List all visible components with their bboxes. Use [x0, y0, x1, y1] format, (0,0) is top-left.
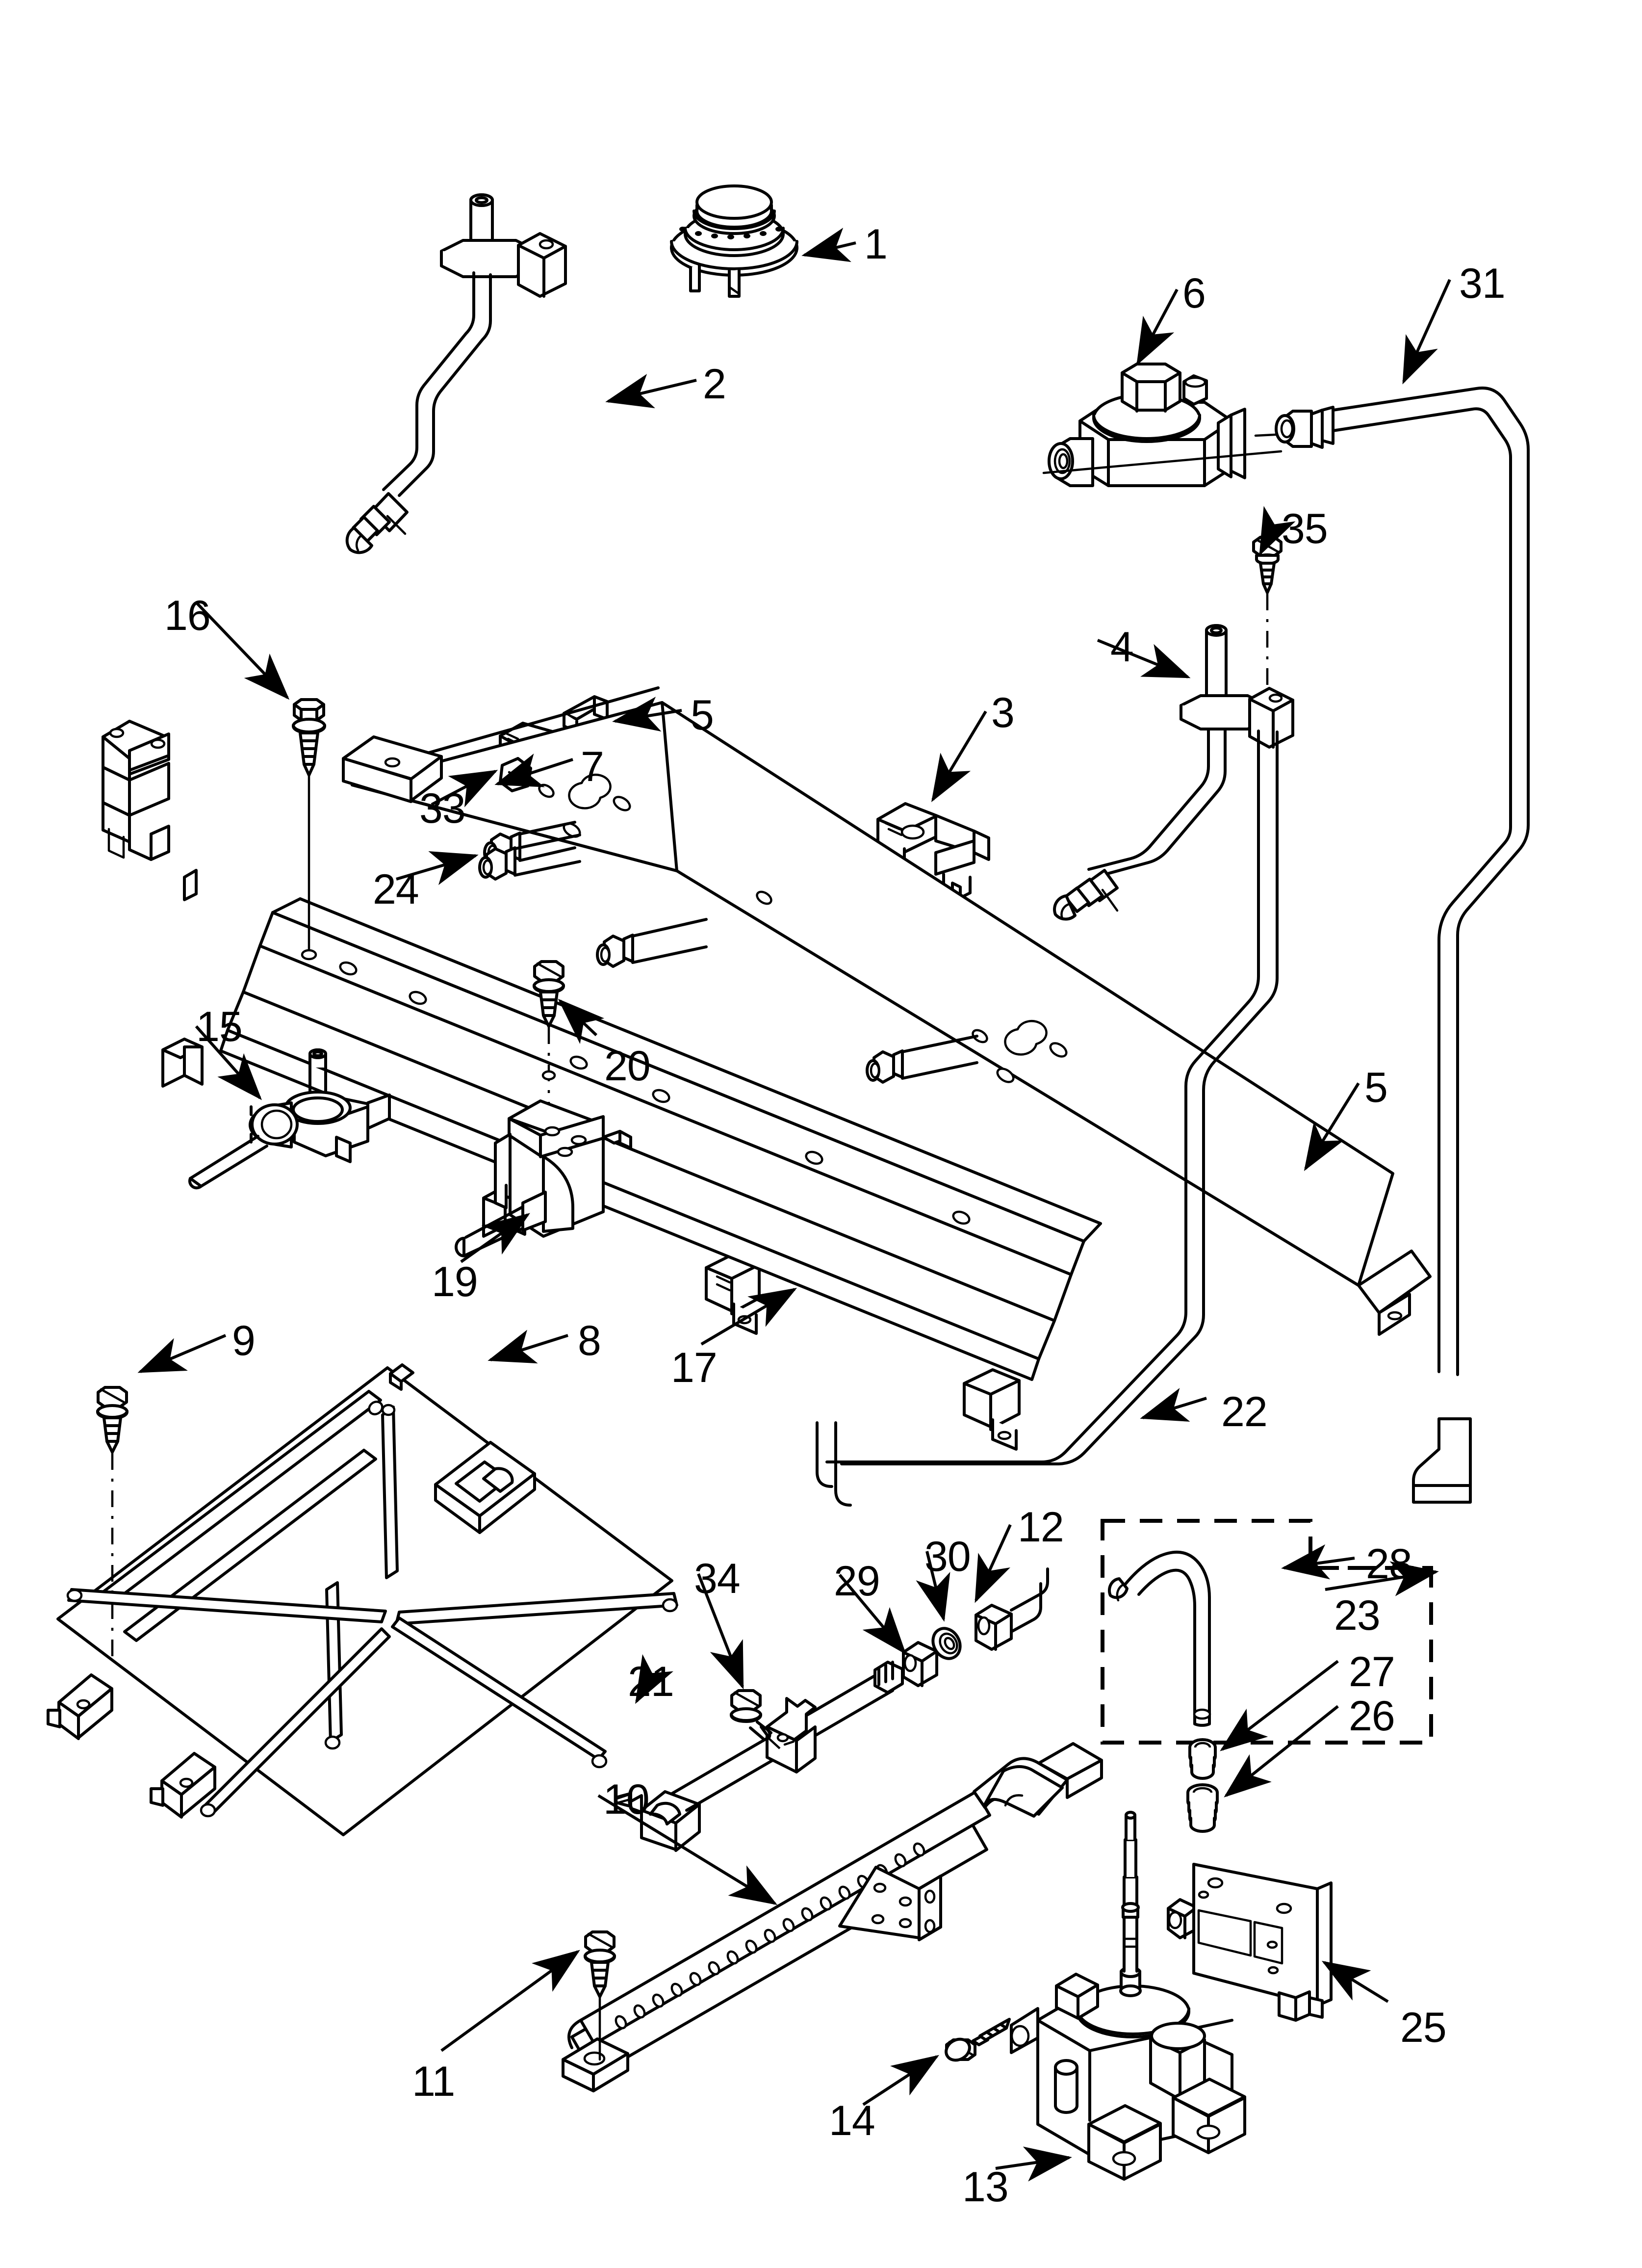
callout-leaders	[137, 228, 1451, 2182]
callout-34: 34	[694, 1555, 741, 1602]
callout-27: 27	[1349, 1648, 1395, 1695]
part-13-oven-safety-valve	[1010, 1811, 1246, 2181]
callout-23: 23	[1334, 1592, 1381, 1639]
part-1-surface-burner-cap	[670, 184, 798, 298]
part-10-oven-bake-burner	[562, 1742, 1103, 2092]
callout-4: 4	[1110, 624, 1134, 671]
part-11-bake-burner-screw	[584, 1930, 616, 2061]
callout-28: 28	[1366, 1540, 1412, 1588]
part-22-oven-gas-supply-tube	[816, 730, 1279, 1507]
callout-35: 35	[1282, 505, 1328, 552]
callout-24: 24	[373, 866, 419, 913]
callout-9: 9	[232, 1317, 256, 1364]
callout-19: 19	[432, 1258, 478, 1305]
callout-15: 15	[196, 1003, 243, 1050]
part-9-grate-mounting-screw	[96, 1386, 128, 1659]
callout-13: 13	[962, 2164, 1009, 2211]
callout-25: 25	[1400, 2004, 1447, 2051]
igniter-and-orifice-assembly	[615, 1567, 1049, 1852]
part-14-safety-valve-screw	[945, 2018, 1011, 2062]
callout-3: 3	[991, 689, 1015, 736]
part-8-burner-base-grate	[47, 1363, 678, 1836]
callout-17: 17	[671, 1344, 718, 1391]
part-6-pressure-regulator	[1042, 363, 1296, 487]
callout-30: 30	[924, 1533, 971, 1580]
callout-21: 21	[628, 1658, 674, 1705]
callout-1: 1	[864, 221, 888, 268]
callout-20: 20	[604, 1043, 651, 1090]
part-31-upper-gas-supply-tube	[1275, 387, 1530, 1504]
part-26-tube-fitting-large	[1186, 1783, 1219, 1833]
callout-29: 29	[834, 1558, 880, 1605]
callout-7: 7	[581, 743, 604, 790]
callout-5: 5	[691, 692, 714, 739]
callout-8: 8	[578, 1317, 601, 1364]
callout-22: 22	[1221, 1388, 1268, 1435]
callout-11: 11	[412, 2058, 455, 2105]
callout-33: 33	[419, 785, 466, 832]
part-15-surface-burner-valve	[188, 1048, 391, 1190]
panel-holes	[538, 773, 1068, 1083]
part-3-burner-retainer-bracket	[865, 802, 990, 899]
part-25-valve-mounting-bracket	[1192, 1863, 1333, 2022]
callout-5-lower: 5	[1364, 1064, 1388, 1111]
part-2-surface-burner-tube	[345, 193, 567, 554]
manifold-orifice-spuds	[478, 834, 978, 1084]
part-28-flexible-gas-tube	[1107, 1550, 1211, 1727]
part-19-infinite-switch	[455, 1099, 632, 1257]
callout-2: 2	[703, 361, 726, 408]
callout-16: 16	[164, 592, 211, 639]
callout-10: 10	[603, 1776, 650, 1823]
callout-12: 12	[1018, 1504, 1064, 1551]
callout-14: 14	[829, 2097, 875, 2144]
part-4-burner-orifice-holder	[1053, 624, 1294, 921]
part-16-manifold-mounting-screw	[292, 698, 326, 961]
callout-26: 26	[1349, 1693, 1395, 1740]
callout-31: 31	[1459, 260, 1506, 307]
part-27-tube-fitting-small	[1188, 1738, 1217, 1780]
callout-6: 6	[1182, 270, 1206, 317]
